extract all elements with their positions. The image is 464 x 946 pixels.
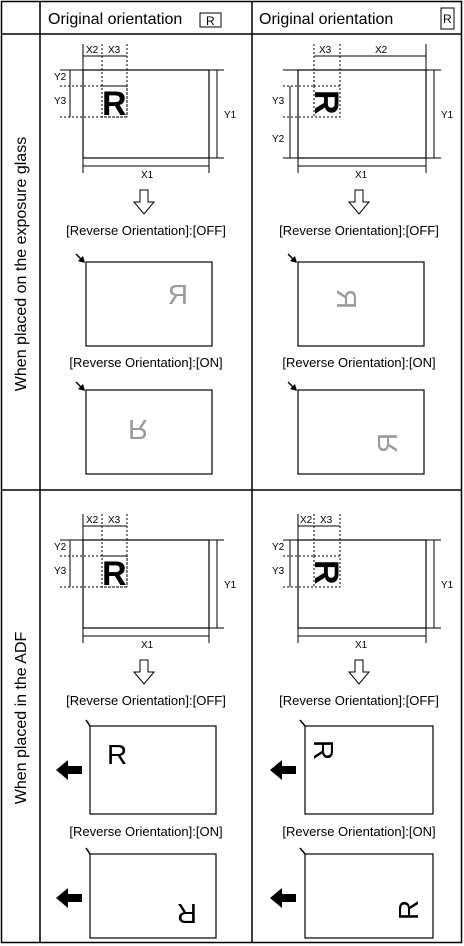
- dim-y3: Y3: [54, 566, 67, 577]
- glass-col1-original: X2 X3 Y2 Y3 R Y1 X1: [54, 44, 237, 181]
- label-reverse-off: [Reverse Orientation]:[OFF]: [279, 693, 439, 708]
- dim-x3: X3: [108, 515, 121, 526]
- orientation-icon-letter: R: [206, 14, 215, 28]
- letter-r: R: [102, 555, 127, 593]
- label-reverse-on: [Reverse Orientation]:[ON]: [69, 355, 222, 370]
- dim-x3: X3: [319, 45, 332, 56]
- dim-x1: X1: [355, 640, 368, 651]
- dim-y2: Y2: [272, 542, 285, 553]
- label-reverse-off: [Reverse Orientation]:[OFF]: [66, 223, 226, 238]
- output-page: [85, 389, 213, 475]
- letter-r-mirrored-rotated: R: [331, 289, 362, 309]
- dim-x1: X1: [355, 170, 368, 181]
- dim-x2: X2: [300, 515, 313, 526]
- dim-y3: Y3: [54, 96, 67, 107]
- output-page: [304, 853, 434, 939]
- letter-r: R: [102, 85, 127, 123]
- letter-r-flipped: R: [128, 414, 148, 445]
- adf-col1-original: X2 X3 Y2 Y3 R Y1 X1: [54, 514, 237, 651]
- dim-x3: X3: [320, 515, 333, 526]
- dim-y1: Y1: [441, 580, 454, 591]
- corner-arrow-icon: [75, 253, 86, 264]
- edge-marker: [85, 847, 91, 855]
- corner-arrow-icon: [287, 381, 298, 392]
- letter-r-rotated: R: [307, 560, 345, 585]
- label-reverse-on: [Reverse Orientation]:[ON]: [282, 824, 435, 839]
- label-reverse-off: [Reverse Orientation]:[OFF]: [279, 223, 439, 238]
- dim-x1: X1: [141, 640, 154, 651]
- output-page: [85, 261, 213, 347]
- down-arrow-icon: [348, 189, 370, 215]
- corner-arrow-icon: [75, 381, 86, 392]
- edge-marker: [299, 847, 306, 855]
- label-reverse-on: [Reverse Orientation]:[ON]: [69, 824, 222, 839]
- edge-marker: [85, 719, 91, 727]
- dim-x2: X2: [86, 515, 99, 526]
- letter-r-rotated: R: [307, 90, 345, 115]
- down-arrow-icon: [348, 659, 370, 685]
- header-col1: Original orientation: [48, 11, 182, 28]
- dim-x1: X1: [141, 170, 154, 181]
- dim-y2: Y2: [54, 72, 67, 83]
- output-page: [297, 389, 425, 475]
- letter-r-flipped-rotated: R: [372, 433, 403, 453]
- dim-x2: X2: [86, 45, 99, 56]
- dim-x2: X2: [375, 45, 388, 56]
- output-page: [89, 725, 217, 815]
- output-page: [297, 261, 425, 347]
- letter-r-mirrored: R: [168, 279, 188, 310]
- feed-direction-arrow-icon: [270, 760, 296, 780]
- edge-marker: [299, 719, 306, 727]
- orientation-icon-letter: R: [443, 12, 452, 26]
- row-label-adf: When placed in the ADF: [13, 632, 30, 805]
- row-label-glass: When placed on the exposure glass: [13, 137, 30, 391]
- dim-y1: Y1: [441, 110, 454, 121]
- dim-y1: Y1: [224, 110, 237, 121]
- dim-y2: Y2: [272, 134, 285, 145]
- letter-r-rotated: R: [308, 740, 339, 760]
- label-reverse-off: [Reverse Orientation]:[OFF]: [66, 693, 226, 708]
- down-arrow-icon: [133, 659, 155, 685]
- dim-y1: Y1: [224, 580, 237, 591]
- feed-direction-arrow-icon: [270, 888, 296, 908]
- feed-direction-arrow-icon: [56, 760, 82, 780]
- feed-direction-arrow-icon: [56, 888, 82, 908]
- orientation-icon-landscape: R: [199, 12, 222, 28]
- output-page: [89, 853, 217, 939]
- header-col2: Original orientation: [259, 11, 393, 28]
- glass-col2-original: X3 X2 R Y3 Y2 Y1 X1: [272, 44, 454, 181]
- letter-r: R: [107, 739, 127, 770]
- dim-y3: Y3: [272, 96, 285, 107]
- down-arrow-icon: [133, 189, 155, 215]
- dim-y2: Y2: [54, 542, 67, 553]
- label-reverse-on: [Reverse Orientation]:[ON]: [282, 355, 435, 370]
- letter-r-rotated-270: R: [393, 900, 424, 920]
- letter-r-rotated-180: R: [177, 898, 197, 929]
- orientation-icon-portrait: R: [440, 7, 455, 30]
- adf-col2-original: X2 X3 Y2 Y3 R Y1 X1: [272, 514, 454, 651]
- dim-x3: X3: [108, 45, 121, 56]
- output-page: [304, 725, 434, 815]
- corner-arrow-icon: [287, 253, 298, 264]
- dim-y3: Y3: [272, 566, 285, 577]
